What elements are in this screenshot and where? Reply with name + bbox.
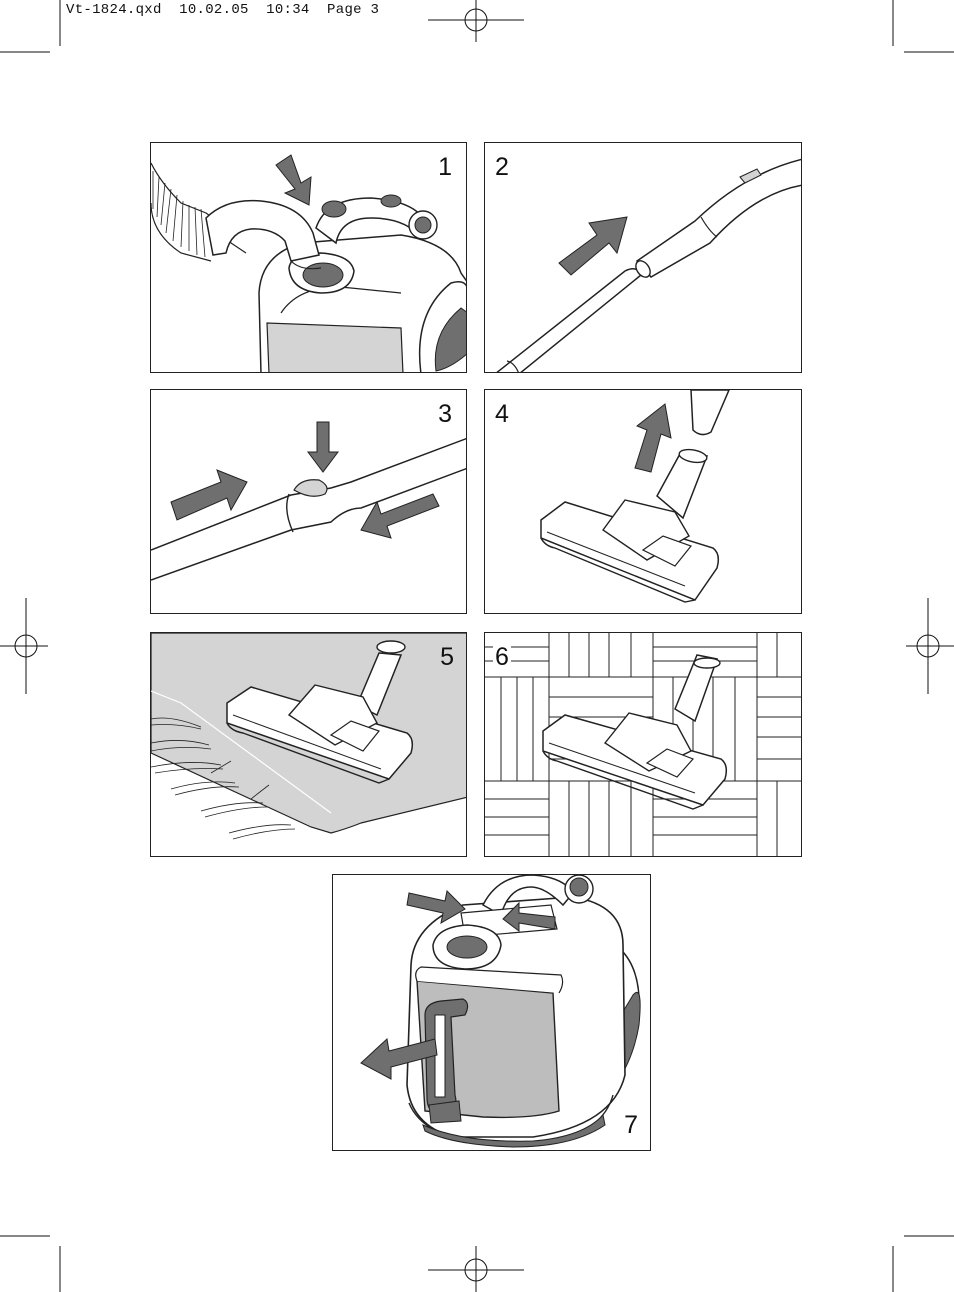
figure-number: 1 bbox=[438, 155, 452, 180]
figure-number: 2 bbox=[495, 155, 509, 180]
figure-4: 4 bbox=[484, 389, 802, 614]
figure-number: 5 bbox=[440, 645, 454, 670]
dust-container-removal-icon bbox=[333, 875, 651, 1151]
figure-number: 3 bbox=[438, 402, 452, 427]
telescopic-tube-icon bbox=[151, 390, 467, 614]
figure-number: 4 bbox=[495, 402, 509, 427]
hose-insertion-icon bbox=[151, 143, 467, 373]
figure-7: 7 bbox=[332, 874, 651, 1151]
figure-1: 1 bbox=[150, 142, 467, 373]
tube-connection-icon bbox=[485, 143, 802, 373]
figure-2: 2 bbox=[484, 142, 802, 373]
floor-brush-attach-icon bbox=[485, 390, 802, 614]
parquet-cleaning-icon bbox=[485, 633, 802, 857]
figure-3: 3 bbox=[150, 389, 467, 614]
carpet-cleaning-icon bbox=[151, 633, 467, 857]
figure-6: 6 bbox=[484, 632, 802, 857]
figure-number: 7 bbox=[624, 1113, 638, 1138]
figure-number: 6 bbox=[493, 645, 511, 670]
figure-5: 5 bbox=[150, 632, 467, 857]
